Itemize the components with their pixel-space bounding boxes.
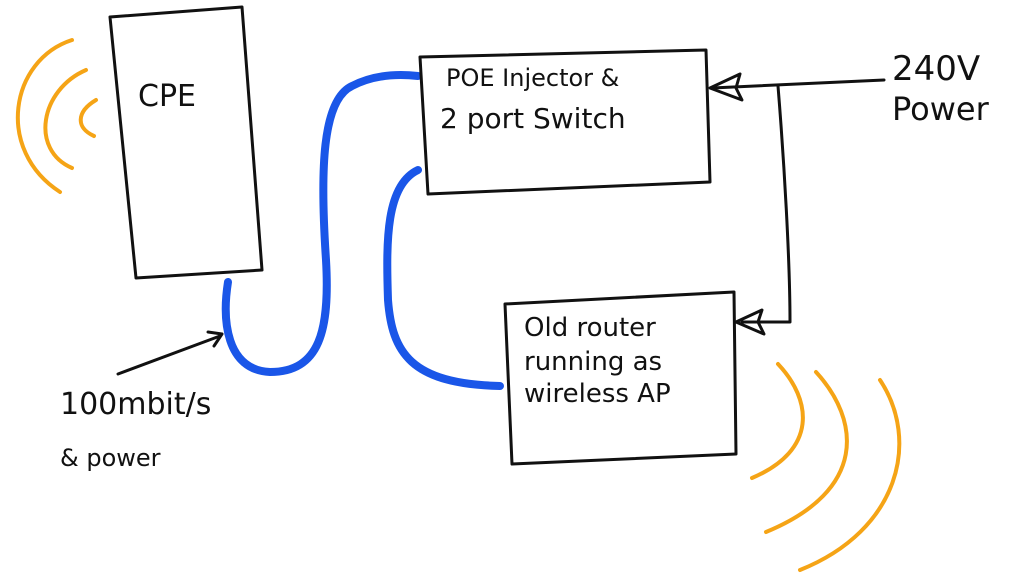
poe-injector-label-line1: POE Injector & bbox=[446, 64, 619, 92]
power-feed-line bbox=[710, 78, 886, 90]
poe-to-router-cable bbox=[383, 166, 504, 390]
link-label-line1: 100mbit/s bbox=[60, 387, 211, 422]
poe-injector-label-line2: 2 port Switch bbox=[440, 102, 626, 135]
cpe-wave-middle bbox=[43, 68, 88, 170]
router-label-line1: Old router bbox=[524, 313, 656, 343]
router-wave-inner bbox=[750, 362, 805, 480]
router-label-line3: wireless AP bbox=[524, 379, 671, 409]
link-pointer-line bbox=[116, 334, 222, 376]
link-pointer-arrow-icon bbox=[206, 330, 224, 348]
poe-injector-node: POE Injector & 2 port Switch bbox=[418, 48, 712, 196]
cpe-node: CPE bbox=[108, 5, 264, 280]
router-box bbox=[503, 290, 738, 466]
power-wiring bbox=[708, 72, 886, 336]
router-wave-middle bbox=[764, 370, 849, 534]
cpe-wave-inner bbox=[78, 98, 98, 138]
power-label-line1: 240V bbox=[892, 49, 980, 89]
cpe-wireless-waves-icon bbox=[15, 38, 98, 194]
router-node: Old router running as wireless AP bbox=[503, 290, 738, 466]
link-label-line2: & power bbox=[60, 444, 161, 472]
router-label-line2: running as bbox=[524, 347, 662, 377]
router-power-arrow-icon bbox=[734, 308, 766, 336]
cpe-label: CPE bbox=[138, 79, 196, 114]
cpe-to-poe-cable bbox=[221, 71, 422, 376]
cpe-box bbox=[108, 5, 264, 280]
poe-injector-box bbox=[418, 48, 712, 196]
power-label-line2: Power bbox=[892, 90, 990, 128]
router-wave-outer bbox=[798, 378, 902, 572]
poe-power-arrow-icon bbox=[708, 72, 744, 102]
router-wireless-waves-icon bbox=[750, 362, 902, 572]
power-drop-line bbox=[740, 84, 792, 324]
cpe-wave-outer bbox=[15, 38, 74, 194]
